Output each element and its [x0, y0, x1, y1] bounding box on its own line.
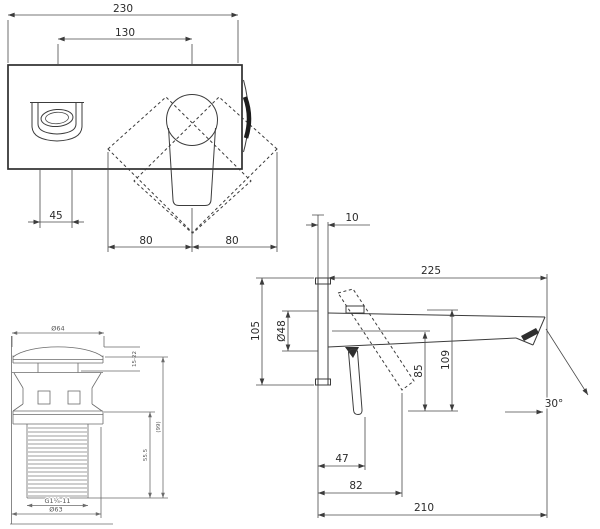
front-view: 230 130 45: [7, 2, 278, 252]
handle-front-outline: [166, 94, 218, 206]
handle-pivot-block: [345, 305, 365, 314]
dim-spout-top-height: 109: [440, 350, 452, 370]
dim-spout-to-handle: 130: [115, 27, 135, 39]
handle-edge-profile: [242, 79, 252, 153]
dim-outlet-angle: 30°: [545, 398, 564, 410]
dim-lever-closed-reach: 47: [335, 453, 348, 465]
dim-handle-travel-right: 80: [225, 235, 238, 247]
dim-drain-flange-diameter: Ø63: [49, 506, 62, 514]
dim-spout-reach: 225: [421, 265, 441, 277]
dim-underside-height: 85: [413, 364, 425, 377]
lever-side-open-dashed: [337, 288, 415, 391]
dim-drain-cap-diameter: Ø64: [51, 325, 64, 333]
dim-trim-diameter: Ø48: [276, 320, 288, 342]
wall-plate: [7, 64, 243, 170]
drain-body: [12, 372, 104, 425]
side-view: 10 105 Ø48 225: [249, 211, 589, 518]
dim-front-width: 230: [113, 3, 133, 15]
drain-cap: [12, 346, 104, 373]
lever-side-closed: [345, 347, 363, 416]
dim-drain-cap-lift: 15-22: [132, 351, 138, 367]
wall-plate-side: [315, 277, 331, 386]
spout-opening: [40, 108, 74, 128]
dim-drain-thread-length: 55.5: [143, 448, 149, 461]
dim-drain-overall-height: (99): [156, 421, 162, 432]
dim-handle-travel-left: 80: [139, 235, 152, 247]
dim-drain-thread-size: G1¼-11: [44, 497, 70, 505]
handle-rotated-left-dashed: [107, 96, 252, 234]
dim-spout-width: 45: [49, 210, 62, 222]
spout-front-outline: [30, 102, 84, 142]
spout-aerator: [521, 328, 539, 341]
outlet-angle: 30°: [505, 328, 589, 415]
drain-view: Ø64 G1¼-11 Ø63: [10, 324, 168, 525]
dim-overall-reach: 210: [414, 502, 434, 514]
dim-wall-gap: 10: [345, 212, 358, 224]
drain-thread: [26, 424, 89, 499]
dim-plate-height: 105: [250, 321, 262, 341]
spout-side-outline: [327, 305, 546, 348]
dim-lever-open-reach: 82: [349, 480, 362, 492]
handle-rotated-right-dashed: [133, 96, 278, 234]
